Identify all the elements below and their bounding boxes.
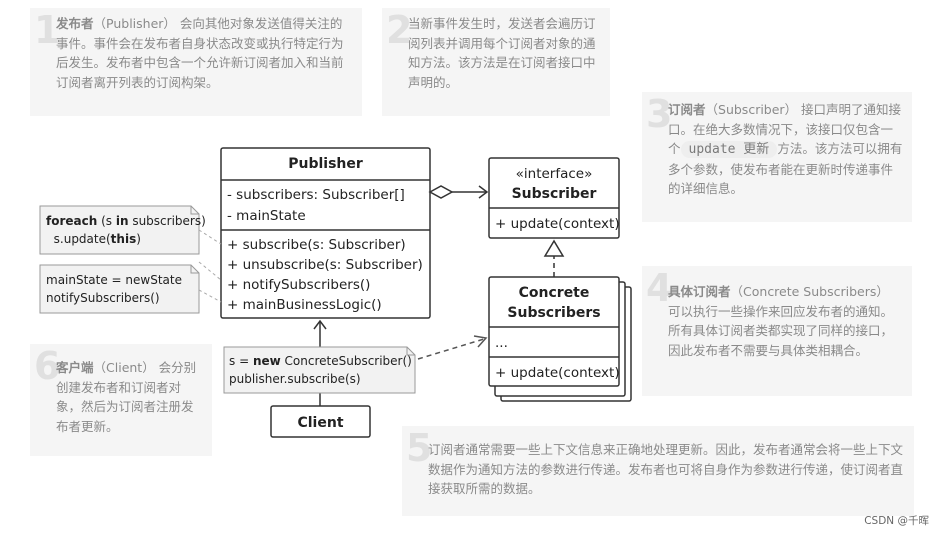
keyword: in	[115, 214, 129, 228]
publisher-method: + mainBusinessLogic()	[227, 297, 382, 313]
note-text: （Client） 会分别创建发布者和订阅者对象，然后为订阅者注册发布者更新。	[56, 360, 197, 434]
publisher-field: - mainState	[227, 208, 306, 224]
code-text: notifySubscribers()	[46, 291, 160, 305]
callout-mainstate-text: mainState = newState notifySubscribers()	[46, 271, 182, 307]
callout-mainstate	[39, 261, 222, 314]
code-text: s.update(	[53, 232, 111, 246]
note-number: 4	[646, 266, 673, 310]
code-text: s =	[229, 354, 253, 368]
code-text: mainState = newState	[46, 273, 182, 287]
callout-foreach-text: foreach (s in subscribers) s.update(this…	[46, 212, 206, 248]
subscriber-method: + update(context)	[495, 216, 620, 232]
subscriber-stereotype: «interface»	[516, 166, 593, 182]
concrete-name-line1: Concrete	[519, 285, 590, 301]
note-text: （Concrete Subscribers） 可以执行一些操作来回应发布者的通知…	[668, 284, 894, 358]
note-text: 当新事件发生时，发送者会遍历订阅列表并调用每个订阅者对象的通知方法。该方法是在订…	[408, 16, 596, 90]
aggregation-arrow	[428, 185, 489, 199]
note-text: （Subscriber） 接口声明了通知接口。在绝大多数情况下，该接口仅包含一个	[668, 102, 902, 156]
callout-client	[223, 346, 416, 394]
code-text: ConcreteSubscriber()	[280, 354, 412, 368]
code-text: publisher.subscribe(s)	[229, 372, 361, 386]
client-name: Client	[297, 415, 343, 431]
code-update: update 更新	[680, 141, 778, 158]
note-number: 3	[646, 92, 673, 136]
note-text: （Publisher） 会向其他对象发送值得关注的事件。事件会在发布者自身状态改…	[56, 16, 344, 90]
note-text: 订阅者通常需要一些上下文信息来正确地处理更新。因此，发布者通常会将一些上下文数据…	[428, 442, 904, 496]
concrete-name-line2: Subscribers	[507, 305, 600, 321]
publisher-method: + notifySubscribers()	[227, 277, 370, 293]
note-number: 5	[406, 426, 433, 470]
note-number: 1	[34, 8, 61, 52]
concrete-method: + update(context)	[495, 365, 620, 381]
note-number: 6	[34, 344, 61, 388]
client-class: Client	[270, 405, 371, 438]
note-title: 发布者	[56, 16, 94, 31]
publisher-class: Publisher - subscribers: Subscriber[] - …	[220, 147, 431, 319]
note-text: 方法。该方法可以拥有多个参数，使发布者能在更新时传递事件的详细信息。	[668, 141, 903, 196]
note-3: 3 订阅者（Subscriber） 接口声明了通知接口。在绝大多数情况下，该接口…	[642, 92, 912, 222]
code-text: )	[136, 232, 141, 246]
realization-arrow	[543, 239, 565, 277]
subscriber-interface: «interface» Subscriber + update(context)	[488, 157, 620, 239]
publisher-method: + subscribe(s: Subscriber)	[227, 237, 406, 253]
publisher-name: Publisher	[288, 156, 363, 172]
publisher-field: - subscribers: Subscriber[]	[227, 187, 405, 203]
note-title: 具体订阅者	[668, 284, 731, 299]
keyword: this	[110, 232, 137, 246]
note-4: 4 具体订阅者（Concrete Subscribers） 可以执行一些操作来回…	[642, 266, 912, 396]
subscriber-name: Subscriber	[512, 186, 597, 202]
note-title: 订阅者	[668, 102, 706, 117]
note-2: 2 当新事件发生时，发送者会遍历订阅列表并调用每个订阅者对象的通知方法。该方法是…	[382, 8, 610, 116]
concrete-field: ...	[495, 335, 508, 351]
publisher-method: + unsubscribe(s: Subscriber)	[227, 257, 423, 273]
code-text: (s	[97, 214, 116, 228]
note-1: 1 发布者（Publisher） 会向其他对象发送值得关注的事件。事件会在发布者…	[30, 8, 362, 116]
code-text: subscribers)	[128, 214, 206, 228]
note-5: 5 订阅者通常需要一些上下文信息来正确地处理更新。因此，发布者通常会将一些上下文…	[402, 426, 914, 516]
note-title: 客户端	[56, 360, 94, 375]
watermark: CSDN @千晖	[864, 515, 929, 527]
concrete-subscribers-class: Concrete Subscribers ... + update(contex…	[488, 276, 632, 402]
callout-foreach	[39, 205, 222, 255]
callout-client-text: s = new ConcreteSubscriber() publisher.s…	[229, 352, 412, 388]
dependency-arrow	[417, 335, 488, 360]
keyword: new	[252, 354, 281, 368]
keyword: foreach	[46, 214, 98, 228]
note-number: 2	[386, 8, 413, 52]
note-6: 6 客户端（Client） 会分别创建发布者和订阅者对象，然后为订阅者注册发布者…	[30, 344, 212, 456]
